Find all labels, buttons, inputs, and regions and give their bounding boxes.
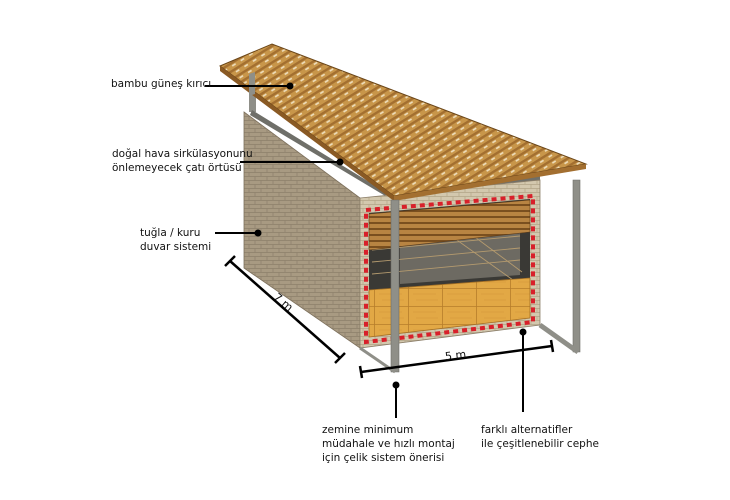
annotation-roof-cover-line-2: önlemeyecek çatı örtüsü <box>112 162 242 174</box>
leader-dots <box>254 82 527 389</box>
annotation-sunshade-line-1: bambu güneş kırıcı <box>111 78 212 90</box>
annotation-facade: farklı alternatifler ile çeşitlenebilir … <box>481 423 599 451</box>
annotation-roof-cover: doğal hava sirkülasyonunu önlemeyecek ça… <box>112 147 253 175</box>
dot-roof-cover <box>336 158 344 166</box>
dot-wall <box>254 229 262 237</box>
annotation-facade-line-2: ile çeşitlenebilir cephe <box>481 438 599 450</box>
front-steel-columns <box>249 72 580 374</box>
facade-timber-panels <box>368 277 531 338</box>
leader-lines <box>205 85 524 418</box>
annotation-wall-line-2: duvar sistemi <box>140 241 212 253</box>
dimension-width <box>358 339 555 379</box>
annotation-facade-line-1: farklı alternatifler <box>481 424 573 436</box>
annotation-steel-line-1: zemine minimum <box>322 424 414 436</box>
facade-timber-slats <box>368 199 531 251</box>
annotation-steel: zemine minimum müdahale ve hızlı montaj … <box>322 423 455 465</box>
back-steel-columns <box>249 92 581 353</box>
annotation-steel-line-3: için çelik sistem önerisi <box>322 452 445 464</box>
annotation-wall: tuğla / kuru duvar sistemi <box>140 226 211 254</box>
annotation-sunshade: bambu güneş kırıcı <box>111 77 211 91</box>
dot-sunshade <box>286 82 294 90</box>
dimension-length <box>224 255 346 364</box>
facade-highlight-frame <box>364 193 535 345</box>
annotation-steel-line-2: müdahale ve hızlı montaj <box>322 438 455 450</box>
dot-facade <box>519 328 527 336</box>
bamboo-sunshade-roof <box>219 43 588 201</box>
dimension-width-label: 5 m <box>444 348 467 363</box>
annotation-wall-line-1: tuğla / kuru <box>140 227 201 239</box>
dot-steel <box>392 381 400 389</box>
annotation-roof-cover-line-1: doğal hava sirkülasyonunu <box>112 148 253 160</box>
